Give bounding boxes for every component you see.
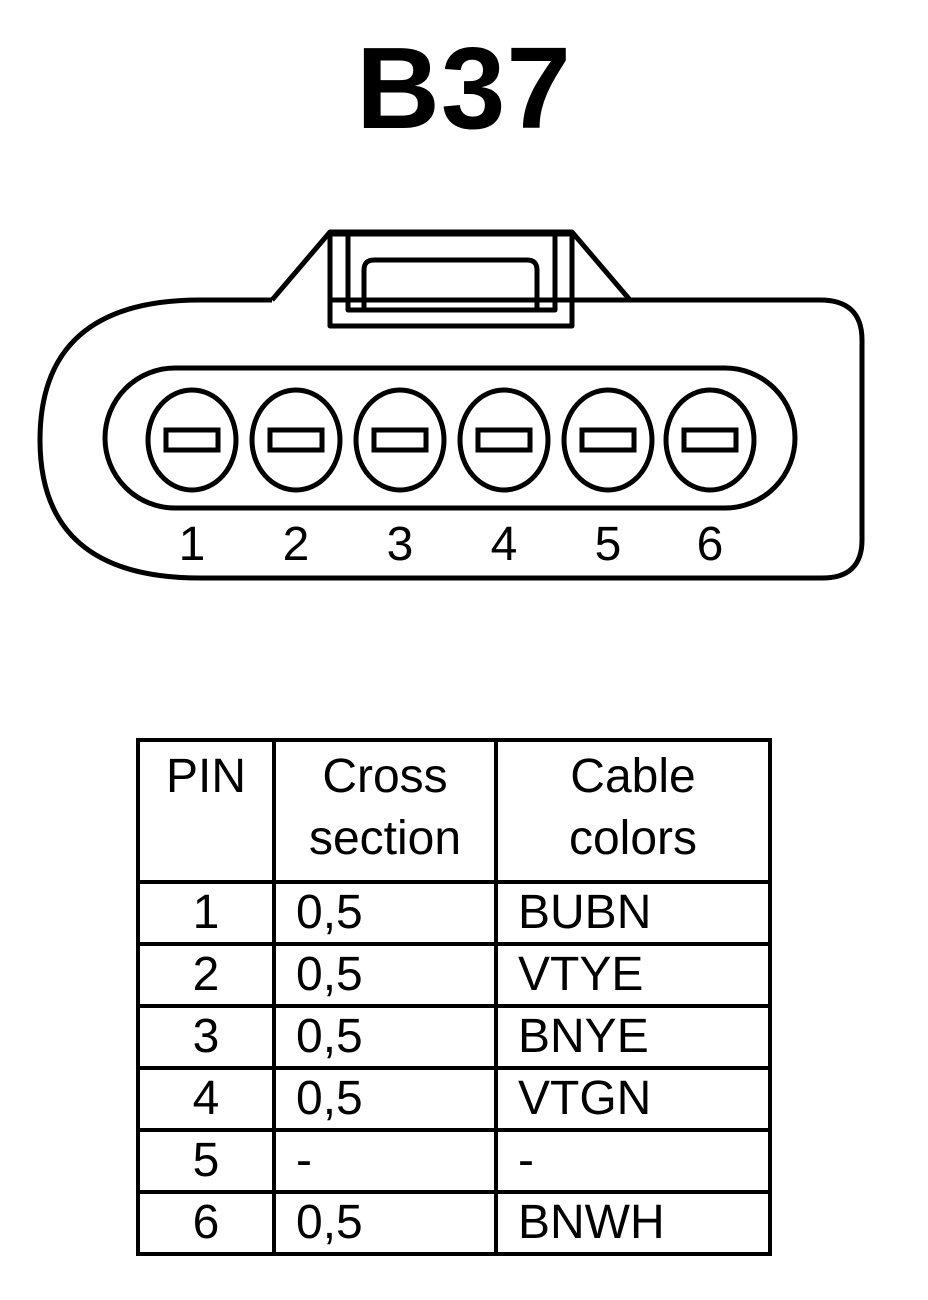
connector-housing [37, 297, 865, 581]
latch-inner [345, 236, 558, 313]
pin-slot [579, 427, 637, 453]
header-cross-section-line2: section [308, 812, 462, 865]
pin-number-label: 4 [491, 518, 518, 571]
pin-terminal [561, 387, 655, 493]
header-cross-section: Cross section [272, 738, 498, 884]
table-row: 2 0,5 VTYE [136, 942, 772, 1008]
pin-slot [475, 427, 533, 453]
header-cable-colors-line1: Cable [570, 750, 696, 803]
header-cable-colors-line2: colors [568, 812, 698, 865]
cell-cable-colors: VTYE [494, 942, 772, 1008]
pin-terminal [663, 387, 757, 493]
header-cross-section-line1: Cross [322, 750, 448, 803]
cell-pin: 3 [136, 1004, 276, 1070]
cell-pin: 1 [136, 880, 276, 946]
table-header-row: PIN Cross section Cable colors [136, 738, 772, 884]
cell-pin: 4 [136, 1066, 276, 1132]
pin-cavity-strip [102, 365, 798, 511]
cell-pin: 6 [136, 1190, 276, 1256]
pin-terminals [145, 387, 757, 493]
pin-slot [681, 427, 739, 453]
pin-number-label: 3 [387, 518, 414, 571]
table-row: 3 0,5 BNYE [136, 1004, 772, 1070]
connector-diagram: 1 2 3 4 5 6 [37, 229, 865, 581]
cell-cable-colors: - [494, 1128, 772, 1194]
table-row: 5 - - [136, 1128, 772, 1194]
cell-cross-section: 0,5 [272, 880, 498, 946]
pin-terminal [145, 387, 239, 493]
pin-number-label: 2 [283, 518, 310, 571]
cell-cable-colors: BUBN [494, 880, 772, 946]
cell-cross-section: 0,5 [272, 1066, 498, 1132]
cell-cable-colors: BNWH [494, 1190, 772, 1256]
cell-cable-colors: VTGN [494, 1066, 772, 1132]
pin-slot [371, 427, 429, 453]
pin-number-label: 5 [595, 518, 622, 571]
pin-number-labels: 1 2 3 4 5 6 [179, 518, 724, 571]
pin-number-label: 1 [179, 518, 206, 571]
header-pin: PIN [136, 738, 276, 884]
pin-terminal [457, 387, 551, 493]
pin-terminal [249, 387, 343, 493]
header-cable-colors: Cable colors [494, 738, 772, 884]
pin-terminal [353, 387, 447, 493]
cell-pin: 5 [136, 1128, 276, 1194]
connector-title: B37 [356, 23, 572, 153]
table-row: 6 0,5 BNWH [136, 1190, 772, 1256]
pin-number-label: 6 [697, 518, 724, 571]
latch-outer [327, 231, 575, 329]
cell-cross-section: 0,5 [272, 942, 498, 1008]
table-row: 1 0,5 BUBN [136, 880, 772, 946]
latch-window [361, 257, 540, 310]
pin-slot [163, 427, 221, 453]
cell-cross-section: - [272, 1128, 498, 1194]
pin-slot [267, 427, 325, 453]
cell-pin: 2 [136, 942, 276, 1008]
cell-cable-colors: BNYE [494, 1004, 772, 1070]
cell-cross-section: 0,5 [272, 1004, 498, 1070]
connector-latch [270, 229, 632, 302]
cell-cross-section: 0,5 [272, 1190, 498, 1256]
table-row: 4 0,5 VTGN [136, 1066, 772, 1132]
